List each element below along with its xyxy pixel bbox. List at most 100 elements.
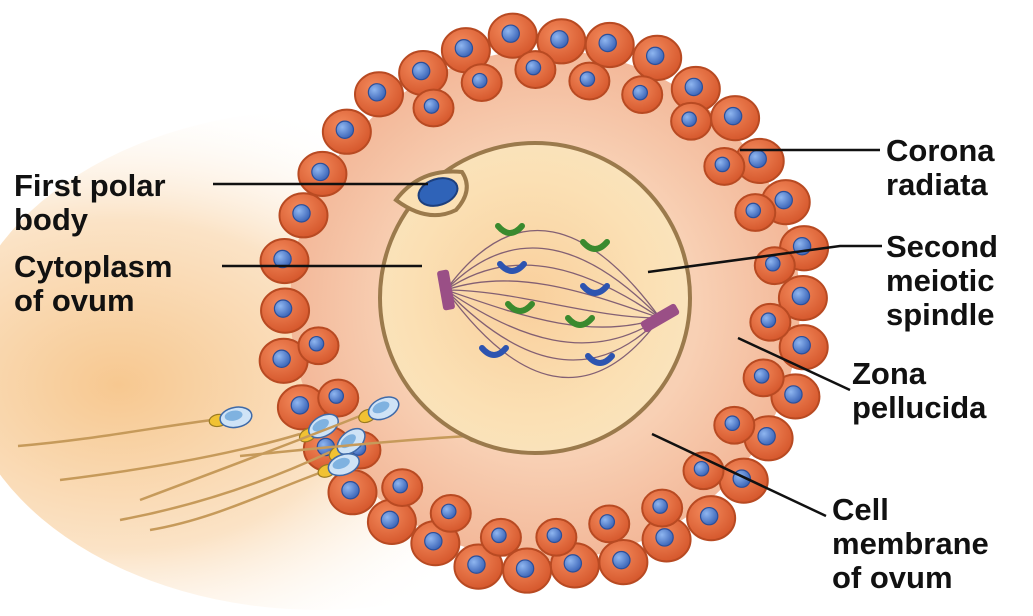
corona-cell	[462, 64, 502, 101]
nucleus	[502, 25, 519, 42]
corona-cell	[735, 194, 775, 231]
corona-cell	[750, 304, 790, 341]
nucleus	[694, 462, 708, 476]
nucleus	[312, 163, 329, 180]
nucleus	[600, 515, 614, 529]
nucleus	[754, 369, 768, 383]
label-zona-pellucida: Zona pellucida	[852, 356, 987, 425]
nucleus	[599, 34, 616, 51]
nucleus	[775, 192, 792, 209]
corona-cell	[431, 495, 471, 532]
nucleus	[785, 386, 802, 403]
nucleus	[724, 108, 741, 125]
corona-cell	[328, 470, 376, 514]
corona-cell	[704, 148, 744, 185]
label-first-polar-body-line1: First polar	[14, 168, 166, 203]
corona-cell	[368, 500, 416, 544]
nucleus	[701, 508, 718, 525]
corona-cell	[642, 490, 682, 527]
nucleus	[424, 99, 438, 113]
nucleus	[526, 60, 540, 74]
nucleus	[792, 287, 809, 304]
corona-cell	[586, 23, 634, 67]
label-membrane-line3: of ovum	[832, 560, 953, 595]
corona-cell	[503, 549, 551, 593]
corona-cell	[481, 519, 521, 556]
nucleus	[473, 73, 487, 87]
nucleus	[758, 428, 775, 445]
nucleus	[746, 203, 760, 217]
nucleus	[291, 397, 308, 414]
corona-cell	[569, 63, 609, 100]
corona-cell	[323, 110, 371, 154]
label-second-meiotic-spindle: Second meiotic spindle	[886, 229, 1007, 332]
nucleus	[653, 499, 667, 513]
corona-cell	[298, 327, 338, 364]
corona-cell	[382, 469, 422, 506]
nucleus	[725, 416, 739, 430]
nucleus	[413, 62, 430, 79]
label-membrane-line1: Cell	[832, 492, 889, 527]
label-first-polar-body-line2: body	[14, 202, 89, 237]
label-spindle-line2: meiotic	[886, 263, 995, 298]
corona-cell	[298, 152, 346, 196]
corona-cell	[599, 540, 647, 584]
corona-cell	[687, 496, 735, 540]
nucleus	[547, 528, 561, 542]
nucleus	[293, 205, 310, 222]
nucleus	[273, 350, 290, 367]
corona-cell	[711, 96, 759, 140]
corona-cell	[622, 76, 662, 113]
nucleus	[564, 555, 581, 572]
corona-cell	[355, 72, 403, 116]
nucleus	[647, 47, 664, 64]
label-zona-line1: Zona	[852, 356, 927, 391]
corona-cell	[414, 90, 454, 127]
nucleus	[368, 84, 385, 101]
nucleus	[766, 256, 780, 270]
corona-cell	[714, 407, 754, 444]
nucleus	[309, 337, 323, 351]
label-corona-line1: Corona	[886, 133, 995, 168]
nucleus	[425, 533, 442, 550]
nucleus	[492, 528, 506, 542]
corona-cell	[399, 51, 447, 95]
label-spindle-line3: spindle	[886, 297, 995, 332]
nucleus	[682, 112, 696, 126]
nucleus	[551, 31, 568, 48]
corona-cell	[261, 289, 309, 333]
corona-cell	[744, 359, 784, 396]
nucleus	[685, 78, 702, 95]
nucleus	[329, 389, 343, 403]
corona-cell	[589, 505, 629, 542]
label-cytoplasm-line2: of ovum	[14, 283, 135, 318]
corona-cell	[261, 239, 309, 283]
nucleus	[455, 40, 472, 57]
corona-cell	[279, 193, 327, 237]
nucleus	[274, 300, 291, 317]
nucleus	[656, 529, 673, 546]
nucleus	[793, 337, 810, 354]
corona-cell	[720, 459, 768, 503]
label-corona-radiata: Corona radiata	[886, 133, 1003, 202]
label-zona-line2: pellucida	[852, 390, 987, 425]
nucleus	[381, 511, 398, 528]
corona-cell	[536, 519, 576, 556]
corona-cell	[671, 103, 711, 140]
nucleus	[715, 157, 729, 171]
corona-cell	[515, 51, 555, 88]
nucleus	[749, 150, 766, 167]
label-cell-membrane-of-ovum: Cell membrane of ovum	[832, 492, 997, 595]
nucleus	[393, 478, 407, 492]
label-membrane-line2: membrane	[832, 526, 989, 561]
nucleus	[336, 121, 353, 138]
nucleus	[342, 482, 359, 499]
nucleus	[468, 556, 485, 573]
nucleus	[442, 504, 456, 518]
nucleus	[761, 313, 775, 327]
corona-cell	[633, 36, 681, 80]
nucleus	[613, 551, 630, 568]
label-spindle-line1: Second	[886, 229, 998, 264]
label-cytoplasm-line1: Cytoplasm	[14, 249, 172, 284]
